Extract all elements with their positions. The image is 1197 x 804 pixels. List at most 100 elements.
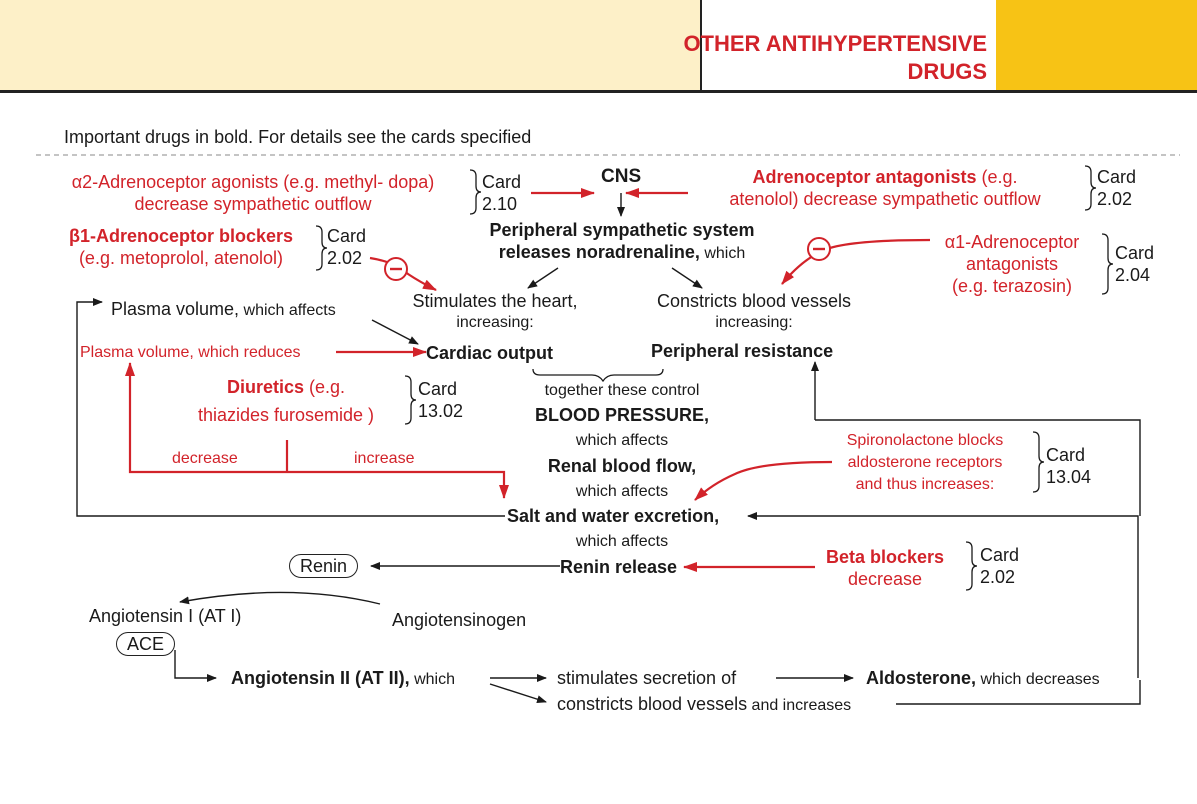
card-1302-number: 13.02	[418, 401, 464, 421]
plasma-volume-reduces: Plasma volume, which reduces	[80, 344, 301, 361]
line-constricts-aldo	[896, 680, 1141, 705]
card-202b: Card 2.02	[327, 225, 366, 269]
peripheral-sympathetic-system: Peripheral sympathetic system releases n…	[462, 219, 782, 265]
constricts-label: constricts blood vessels	[557, 694, 748, 714]
diuretics: Diuretics (e.g. thiazides furosemide )	[176, 376, 396, 426]
card-204: Card 2.04	[1115, 242, 1154, 286]
angiotensin-2: Angiotensin II (AT II), which	[231, 667, 455, 691]
which-affects-2: which affects	[575, 483, 669, 500]
header-title-box	[700, 0, 996, 90]
card-210-label: Card	[482, 172, 522, 192]
arrow-diuretics-decrease	[125, 362, 287, 474]
beta-blockers: Beta blockers decrease	[812, 546, 958, 590]
stimulates-secretion: stimulates secretion of	[557, 668, 737, 688]
header-rule	[0, 90, 1197, 93]
arrow-pss-vessels	[671, 267, 703, 289]
diuretics-rest: (e.g.	[304, 377, 346, 397]
card-202a: Card 2.02	[1097, 166, 1136, 210]
pss-line2: releases noradrenaline, which	[462, 241, 782, 265]
brace-card-1302	[404, 375, 417, 425]
card-202c-label: Card	[980, 545, 1020, 565]
arrow-aldo-salt	[747, 512, 1139, 678]
b1-blockers-line2: (e.g. metoprolol, atenolol)	[78, 248, 284, 268]
a2-agonists-line1: α2-Adrenoceptor agonists (e.g. methyl- d…	[71, 172, 435, 192]
card-202a-number: 2.02	[1097, 189, 1133, 209]
inhibit-symbol-alpha1	[807, 237, 831, 261]
intro-text: Important drugs in bold. For details see…	[64, 127, 532, 147]
brace-card-202a	[1084, 165, 1097, 211]
card-202b-label: Card	[327, 226, 367, 246]
aldosterone-rest: which decreases	[976, 671, 1100, 688]
card-202c: Card 2.02	[980, 544, 1019, 588]
ace-box: ACE	[116, 632, 176, 656]
page-title-line2: DRUGS	[907, 59, 987, 84]
plasma-volume-rest: which affects	[239, 302, 336, 319]
card-204-label: Card	[1115, 243, 1155, 263]
which-affects-3: which affects	[575, 533, 669, 550]
heart-line2: increasing:	[456, 314, 534, 331]
spiro-line2: aldosterone receptors	[847, 454, 1003, 471]
angiotensin-2-bold: Angiotensin II (AT II),	[231, 668, 410, 688]
aldosterone: Aldosterone, which decreases	[866, 667, 1100, 691]
alpha1-antagonists: α1-Adrenoceptor antagonists (e.g. terazo…	[922, 231, 1102, 297]
plasma-volume-affects: Plasma volume, which affects	[111, 298, 336, 322]
spironolactone: Spironolactone blocks aldosterone recept…	[820, 430, 1030, 496]
arrow-alpha1-vessels	[781, 238, 931, 285]
card-1304-number: 13.04	[1046, 467, 1092, 487]
header-banner-left	[0, 0, 700, 90]
alpha1-line1: α1-Adrenoceptor	[944, 232, 1080, 252]
salt-water-excretion: Salt and water excretion,	[505, 505, 722, 527]
angiotensin-2-rest: which	[409, 671, 456, 688]
beta-blockers-bold: Beta blockers	[825, 547, 945, 567]
heart-line1: Stimulates the heart,	[412, 291, 578, 311]
decrease-label: decrease	[172, 450, 238, 467]
beta-blockers-line2: decrease	[847, 569, 923, 589]
b1-blockers-bold: β1-Adrenoceptor blockers	[68, 226, 294, 246]
antagonists-bold: Adrenoceptor antagonists	[752, 167, 977, 187]
brace-card-210	[469, 169, 482, 215]
cns-node: CNS	[601, 166, 642, 187]
arrow-spiro-salt	[694, 460, 833, 501]
card-204-number: 2.04	[1115, 265, 1151, 285]
vessels-line2: increasing:	[715, 314, 793, 331]
cardiac-output: Cardiac output	[426, 343, 554, 363]
antagonists-line2: atenolol) decrease sympathetic outflow	[729, 189, 1041, 209]
antagonists-rest: (e.g.	[976, 167, 1018, 187]
card-202b-number: 2.02	[327, 248, 363, 268]
pss-line2-bold: releases noradrenaline,	[498, 242, 700, 262]
stimulates-heart: Stimulates the heart, increasing:	[390, 290, 600, 334]
plasma-volume-label: Plasma volume,	[111, 299, 240, 319]
vessels-line1: Constricts blood vessels	[656, 291, 852, 311]
b1-blockers: β1-Adrenoceptor blockers (e.g. metoprolo…	[48, 225, 314, 269]
card-202c-number: 2.02	[980, 567, 1016, 587]
card-1304: Card 13.04	[1046, 444, 1091, 488]
arrow-angiotensinogen-ang1	[179, 591, 381, 605]
constricts-vessels: Constricts blood vessels increasing:	[636, 290, 872, 334]
brace-bp	[532, 368, 664, 383]
diuretics-bold: Diuretics	[226, 377, 304, 397]
pss-line2-rest: which	[699, 245, 746, 262]
page-title-line1: OTHER ANTIHYPERTENSIVE	[683, 31, 987, 56]
increase-label: increase	[354, 450, 415, 467]
brace-card-204	[1101, 233, 1114, 295]
angiotensin-1: Angiotensin I (AT I)	[89, 606, 242, 626]
arrow-pss-heart	[527, 267, 559, 289]
card-202a-label: Card	[1097, 167, 1137, 187]
card-210: Card 2.10	[482, 171, 521, 215]
card-1302: Card 13.02	[418, 378, 463, 422]
blood-pressure: BLOOD PRESSURE,	[534, 405, 710, 425]
diuretics-line1: Diuretics (e.g.	[176, 376, 396, 398]
alpha1-line3: (e.g. terazosin)	[951, 276, 1073, 296]
aldosterone-bold: Aldosterone,	[866, 668, 977, 688]
a2-agonists: α2-Adrenoceptor agonists (e.g. methyl- d…	[38, 171, 468, 215]
adrenoceptor-antagonists: Adrenoceptor antagonists (e.g. atenolol)…	[690, 166, 1080, 210]
brace-card-1304	[1032, 431, 1045, 493]
arrow-salt-loop-plasma	[76, 298, 505, 517]
card-1304-label: Card	[1046, 445, 1086, 465]
line-resistance-loop	[815, 419, 1141, 516]
arrow-diuretics-increase	[287, 470, 509, 499]
which-affects-1: which affects	[575, 432, 669, 449]
brace-card-202b	[315, 225, 328, 271]
spiro-line3: and thus increases:	[855, 476, 995, 493]
